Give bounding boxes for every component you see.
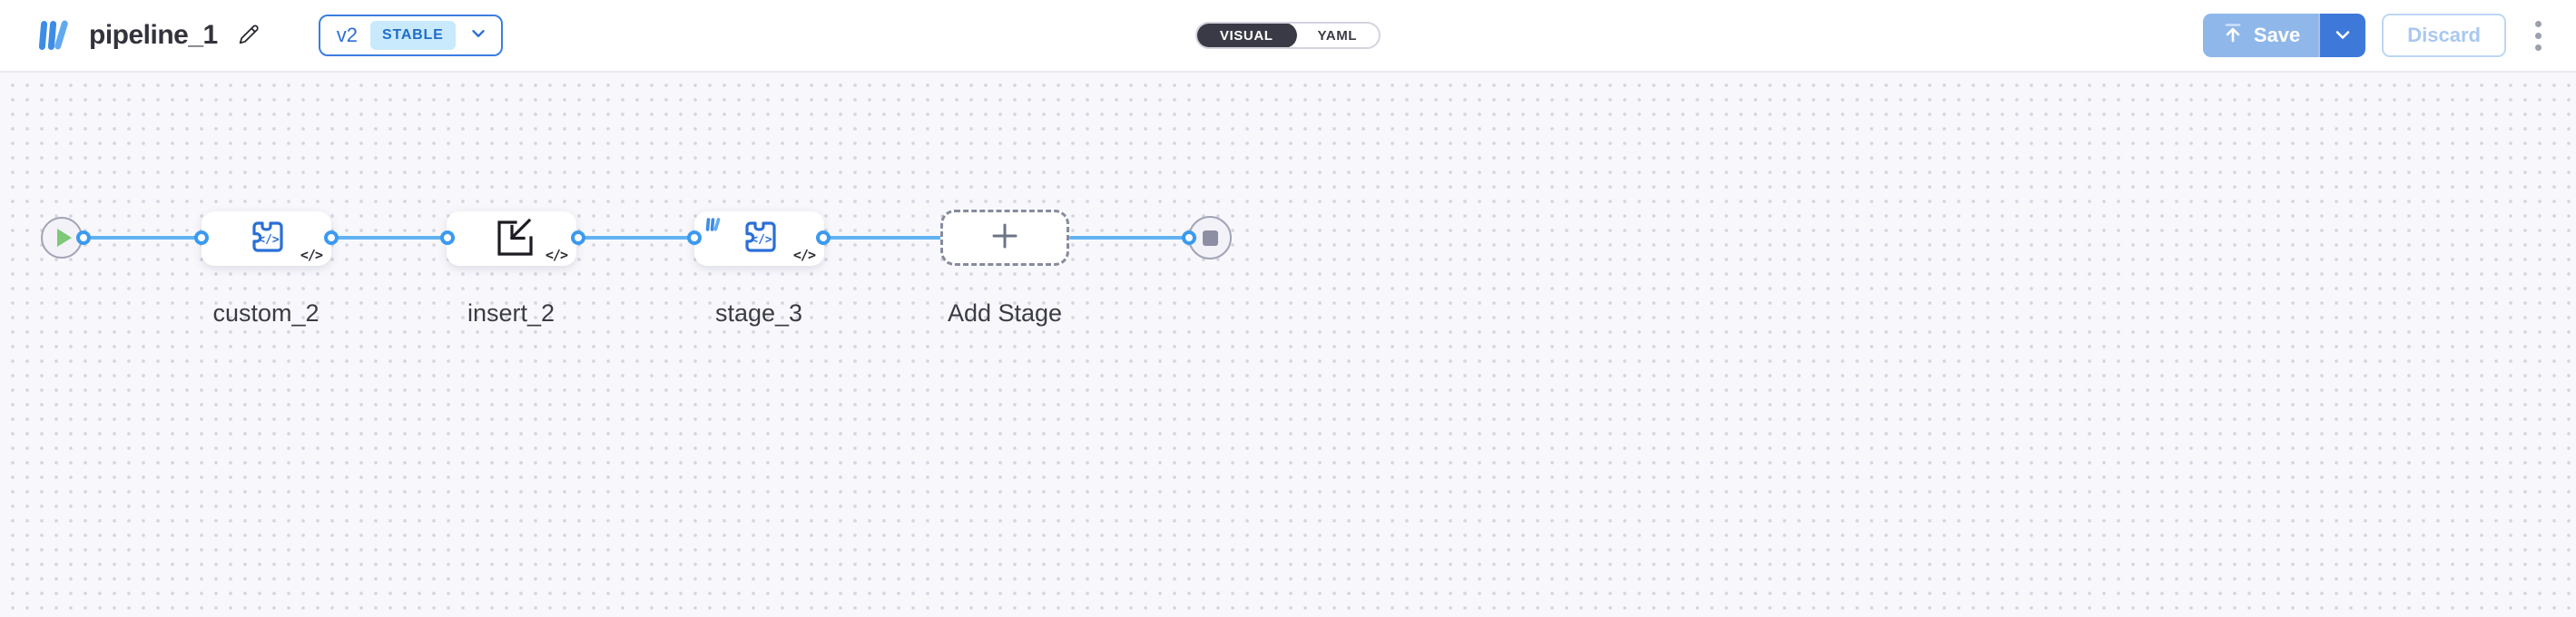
- node-stage-3[interactable]: </> </>: [694, 211, 824, 266]
- header-toolbar: pipeline_1 v2 STABLE: [0, 0, 2576, 73]
- node-label: custom_2: [212, 299, 320, 327]
- port-insert-in[interactable]: [440, 230, 455, 245]
- save-button[interactable]: Save: [2202, 14, 2319, 57]
- chevron-down-icon: [2332, 24, 2354, 48]
- edge-custom-insert[interactable]: [331, 236, 447, 240]
- tab-visual[interactable]: VISUAL: [1196, 24, 1297, 47]
- port-custom-in[interactable]: [194, 230, 209, 245]
- edge-insert-stage[interactable]: [578, 236, 694, 240]
- chevron-down-icon: [468, 24, 488, 48]
- pipeline-canvas[interactable]: </> </> </>: [0, 73, 2576, 617]
- port-custom-out[interactable]: [324, 230, 339, 245]
- port-stage-out[interactable]: [816, 230, 831, 245]
- play-icon: [56, 229, 72, 247]
- code-glyph: </>: [792, 247, 816, 263]
- box-arrow-in-icon: [489, 215, 535, 263]
- overflow-menu-button[interactable]: [2526, 15, 2551, 56]
- svg-text:</>: </>: [258, 233, 280, 247]
- code-glyph: </>: [300, 247, 323, 263]
- edge-addstage-end[interactable]: [1069, 236, 1189, 240]
- save-split-button: Save: [2202, 14, 2366, 57]
- tab-yaml[interactable]: YAML: [1296, 24, 1380, 47]
- node-insert-2[interactable]: </>: [447, 211, 576, 266]
- port-start-out[interactable]: [76, 230, 91, 245]
- library-bars-icon: [703, 216, 722, 238]
- version-selector[interactable]: v2 STABLE: [318, 15, 503, 56]
- port-stage-in[interactable]: [687, 230, 702, 245]
- kebab-dots-icon: [2535, 20, 2542, 27]
- puzzle-code-icon: </>: [245, 216, 289, 262]
- version-status-badge: STABLE: [369, 21, 456, 50]
- node-label: insert_2: [467, 299, 556, 327]
- edit-title-button[interactable]: [236, 21, 262, 50]
- edge-stage-addstage[interactable]: [823, 236, 941, 240]
- header-actions: Save Discard: [2202, 14, 2551, 57]
- add-stage-button[interactable]: [940, 210, 1069, 266]
- node-label: Add Stage: [947, 299, 1063, 327]
- view-mode-toggle: VISUAL YAML: [1195, 22, 1381, 49]
- plus-icon: [988, 220, 1021, 257]
- library-bars-icon: [33, 16, 73, 54]
- svg-text:</>: </>: [751, 233, 772, 247]
- header-left-group: pipeline_1 v2 STABLE: [33, 15, 503, 56]
- node-custom-2[interactable]: </> </>: [202, 211, 331, 266]
- port-end-in[interactable]: [1182, 230, 1196, 245]
- pencil-icon: [236, 21, 262, 50]
- node-label: stage_3: [714, 299, 803, 327]
- save-options-button[interactable]: [2318, 14, 2366, 57]
- save-button-label: Save: [2253, 24, 2301, 46]
- stop-icon: [1202, 230, 1218, 246]
- page-title: pipeline_1: [89, 20, 218, 50]
- port-insert-out[interactable]: [571, 230, 585, 245]
- upload-arrow-icon: [2221, 21, 2245, 50]
- puzzle-code-icon: </>: [738, 216, 782, 262]
- code-glyph: </>: [545, 247, 568, 263]
- discard-button[interactable]: Discard: [2382, 14, 2506, 57]
- version-label: v2: [336, 24, 358, 46]
- edge-start-custom[interactable]: [84, 236, 202, 240]
